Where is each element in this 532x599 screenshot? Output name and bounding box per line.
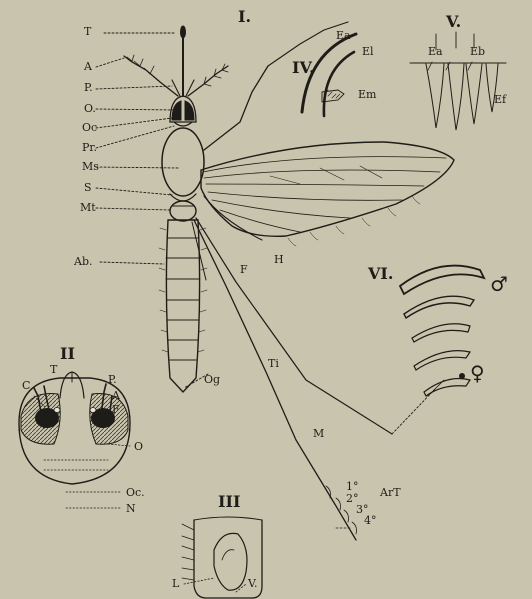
insect-figure xyxy=(96,22,454,540)
label-metatarsus: M xyxy=(313,428,324,439)
figure-numeral-v: V. xyxy=(446,14,461,30)
label-iv-el: El xyxy=(362,46,374,57)
label-ii-f: F xyxy=(112,404,120,415)
label-abdomen: Ab. xyxy=(74,256,92,267)
label-v-ea: Ea xyxy=(428,46,443,57)
label-v-eb: Eb xyxy=(470,46,485,57)
label-v-ef: Ef xyxy=(494,94,506,105)
label-prothorax: Pr. xyxy=(82,142,97,153)
figure-numeral-ii: II xyxy=(60,346,75,362)
label-eye: O. xyxy=(84,103,96,114)
scales-figure xyxy=(410,32,506,130)
label-ii-a: A xyxy=(112,390,120,401)
label-ii-t: T xyxy=(50,364,57,375)
label-tarsus-4: 4° xyxy=(364,515,377,526)
figure-numeral-iii: III xyxy=(218,494,240,510)
label-ii-c: C xyxy=(22,380,30,391)
label-femur: F xyxy=(240,264,248,275)
label-tarsus-1: 1° xyxy=(346,481,359,492)
label-ii-oc: Oc. xyxy=(126,487,145,498)
label-iii-l: L xyxy=(172,578,179,589)
label-ii-p: P. xyxy=(108,374,117,385)
label-ii-o: O xyxy=(134,441,143,452)
label-mesothorax: Ms xyxy=(82,161,99,172)
label-iv-em: Em xyxy=(358,89,376,100)
label-haltere: H xyxy=(274,254,284,265)
figure-numeral-i: I. xyxy=(238,9,251,25)
claws-figure xyxy=(392,266,484,434)
label-genital: Og xyxy=(204,374,220,385)
label-ii-n: N xyxy=(126,503,136,514)
label-metathorax: Mt xyxy=(80,202,96,213)
label-scutellum: S xyxy=(84,182,92,193)
label-iii-v: V. xyxy=(248,578,258,589)
figure-numeral-iv: IV. xyxy=(292,60,315,76)
label-antenna: A xyxy=(84,61,92,72)
female-symbol: ♀ xyxy=(470,363,485,383)
label-proboscis: T xyxy=(84,26,91,37)
label-articles: ArT xyxy=(380,487,401,498)
label-iv-ea: Ea xyxy=(336,30,351,41)
label-ocellus: Oc xyxy=(82,122,97,133)
label-tibia: Ti xyxy=(268,358,279,369)
label-palp: P. xyxy=(84,82,93,93)
figure-numeral-vi: VI. xyxy=(368,266,393,282)
male-symbol: ♂ xyxy=(490,274,508,294)
